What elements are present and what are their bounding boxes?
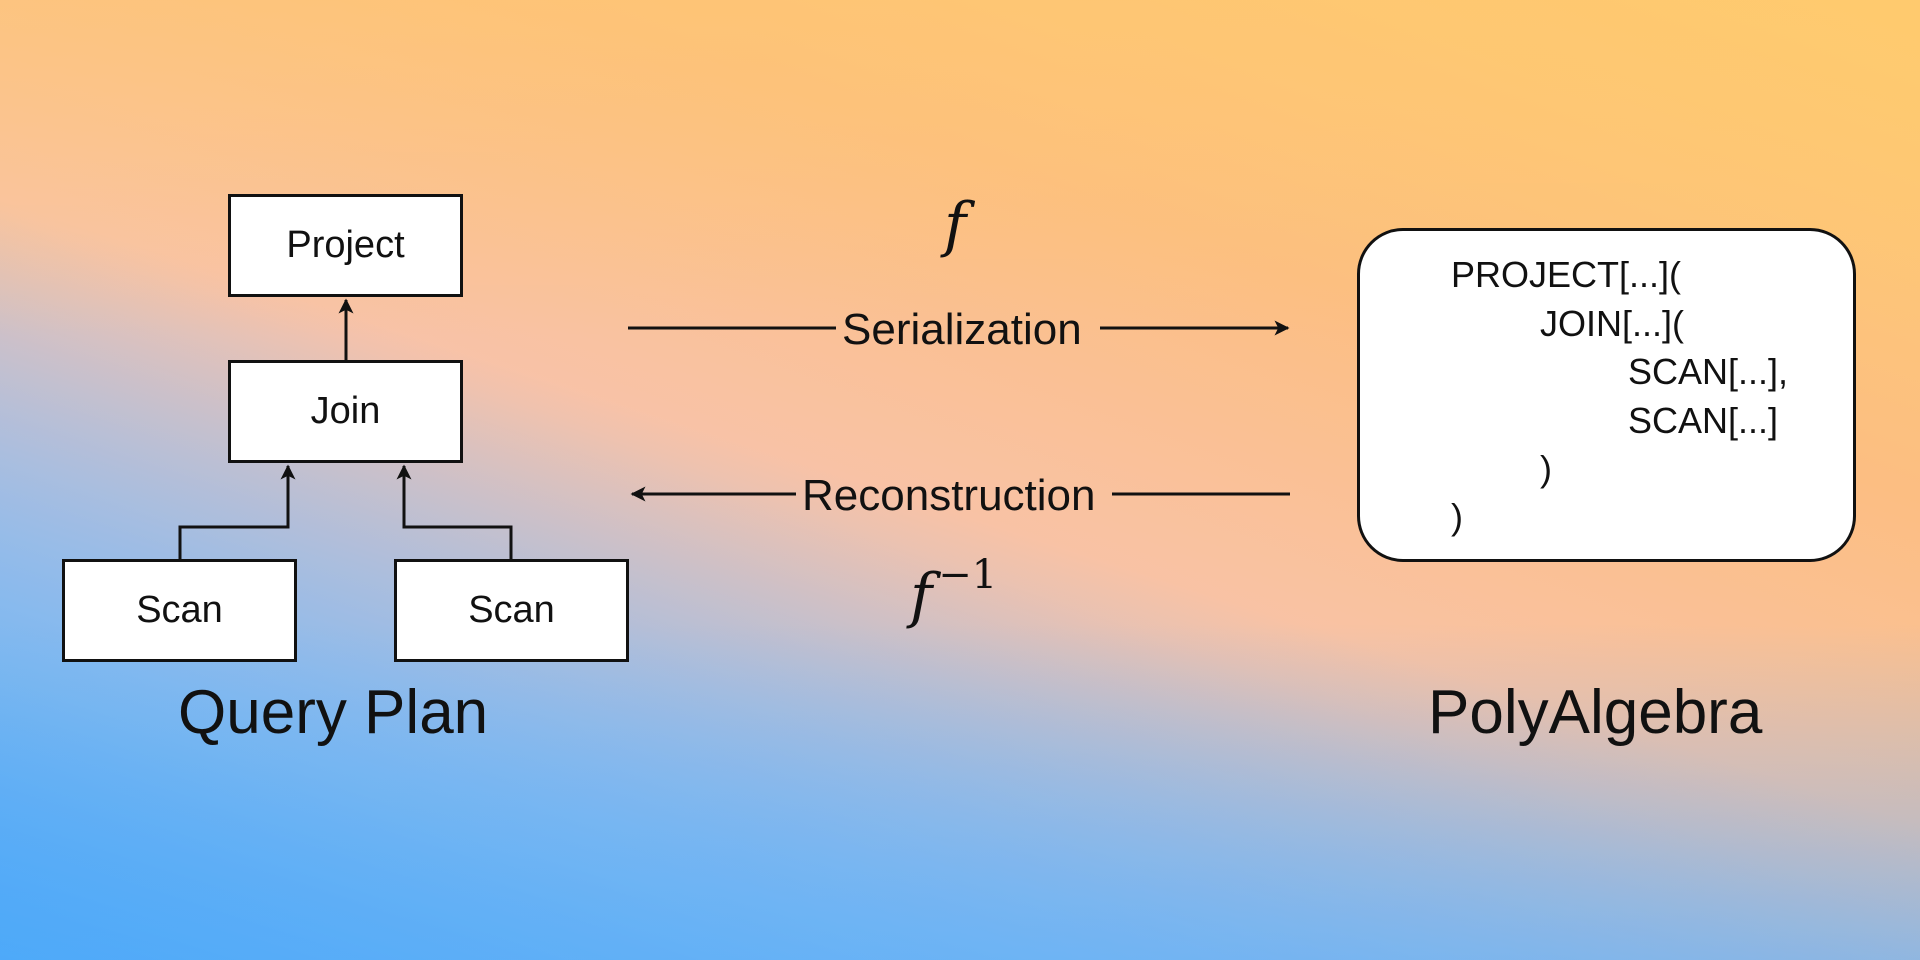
serialization-label: Serialization — [842, 305, 1082, 354]
project-node-label: Project — [286, 224, 405, 266]
edge-scan-left-to-join — [178, 464, 296, 559]
scan-node-left: Scan — [62, 559, 297, 662]
scan-node-right: Scan — [394, 559, 629, 662]
edge-scan-right-to-join — [396, 464, 513, 559]
code-line-join: JOIN[...]( — [1540, 303, 1684, 344]
polyalgebra-caption: PolyAlgebra — [1428, 678, 1763, 747]
project-node: Project — [228, 194, 463, 297]
inverse-function-exponent: −1 — [938, 552, 998, 598]
forward-function-symbol: f — [944, 190, 967, 260]
code-line-scan-1: SCAN[...], — [1628, 351, 1789, 392]
code-line-project: PROJECT[...]( — [1451, 254, 1682, 295]
polyalgebra-code-box: PROJECT[...]( JOIN[...]( SCAN[...], SCAN… — [1357, 228, 1856, 562]
reconstruction-label: Reconstruction — [802, 471, 1096, 520]
join-node-label: Join — [310, 390, 381, 432]
inverse-function-symbol: f−1 — [910, 552, 997, 631]
query-plan-caption: Query Plan — [178, 678, 489, 747]
code-line-close-project: ) — [1451, 496, 1463, 537]
scan-node-right-label: Scan — [468, 589, 555, 631]
inverse-function-base: f — [910, 561, 933, 631]
code-line-close-join: ) — [1540, 448, 1552, 489]
code-line-scan-2: SCAN[...] — [1628, 400, 1779, 441]
join-node: Join — [228, 360, 463, 463]
scan-node-left-label: Scan — [136, 589, 223, 631]
